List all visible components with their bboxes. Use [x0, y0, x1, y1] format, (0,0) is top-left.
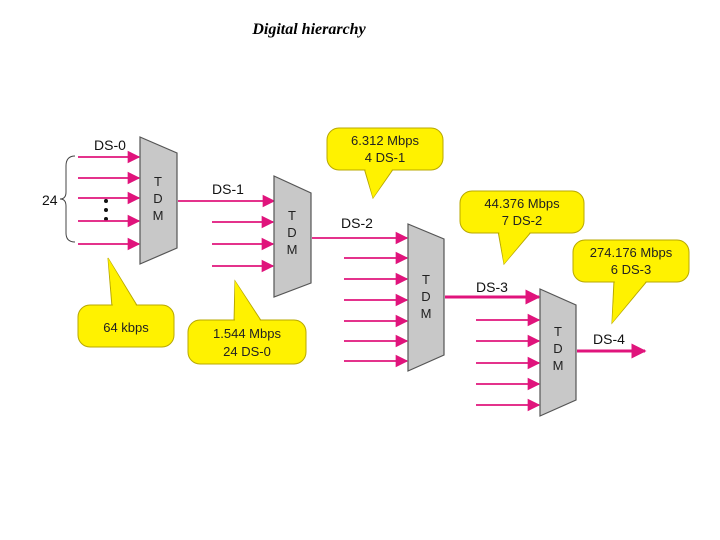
callout-text: 7 DS-2	[502, 213, 542, 228]
ds4-label: DS-4	[593, 331, 625, 347]
tdm-mux-letter: D	[287, 225, 296, 240]
tdm-mux-letter: T	[422, 272, 430, 287]
callout-text: 274.176 Mbps	[590, 245, 673, 260]
ds3-label: DS-3	[476, 279, 508, 295]
tdm-mux-letter: D	[153, 191, 162, 206]
tdm-mux-1: TDM	[139, 136, 178, 265]
callout-text: 24 DS-0	[223, 344, 271, 359]
tdm-mux-body	[407, 223, 445, 372]
tdm-mux-letter: T	[288, 208, 296, 223]
callout-text: 6.312 Mbps	[351, 133, 419, 148]
ds4-callout: 274.176 Mbps 6 DS-3	[572, 239, 690, 325]
tdm-mux-letter: D	[553, 341, 562, 356]
callout-text: 64 kbps	[103, 320, 149, 335]
input-brace	[59, 155, 76, 243]
input-count-label: 24	[42, 192, 58, 208]
tdm-mux-letter: M	[421, 306, 432, 321]
ellipsis-dots	[104, 199, 108, 221]
callout-text: 1.544 Mbps	[213, 326, 281, 341]
tdm-mux-body	[139, 136, 178, 265]
tdm-mux-letter: T	[554, 324, 562, 339]
page-title: Digital hierarchy	[252, 21, 366, 38]
ds1-callout: 1.544 Mbps 24 DS-0	[187, 279, 307, 365]
ds1-label: DS-1	[212, 181, 244, 197]
tdm-mux-letter: T	[154, 174, 162, 189]
tdm-mux-4: TDM	[539, 288, 577, 417]
callout-text: 44.376 Mbps	[484, 196, 560, 211]
tdm-mux-2: TDM	[273, 175, 312, 298]
tdm-mux-letter: M	[553, 358, 564, 373]
tdm-mux-letter: M	[287, 242, 298, 257]
tdm-mux-body	[273, 175, 312, 298]
ds2-callout: 6.312 Mbps 4 DS-1	[326, 127, 444, 200]
ds3-callout: 44.376 Mbps 7 DS-2	[459, 190, 585, 266]
ds2-label: DS-2	[341, 215, 373, 231]
callout-text: 4 DS-1	[365, 150, 405, 165]
ds0-label: DS-0	[94, 137, 126, 153]
tdm-mux-letter: D	[421, 289, 430, 304]
tdm-mux-body	[539, 288, 577, 417]
tdm-mux-letter: M	[153, 208, 164, 223]
callout-text: 6 DS-3	[611, 262, 651, 277]
ds0-callout: 64 kbps	[77, 257, 175, 348]
tdm-mux-3: TDM	[407, 223, 445, 372]
